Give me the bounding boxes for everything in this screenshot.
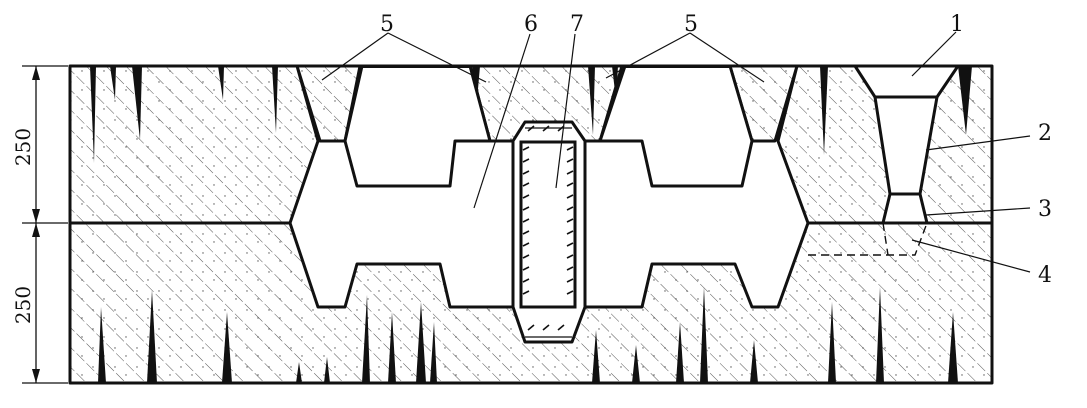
label-5-left: 5 <box>380 12 394 37</box>
label-3: 3 <box>1038 197 1052 222</box>
label-6: 6 <box>524 12 538 37</box>
dowel-element <box>511 120 587 344</box>
dimension-upper: 250 <box>11 128 35 166</box>
label-4: 4 <box>1038 263 1052 288</box>
dimension-lines <box>22 65 68 384</box>
label-2: 2 <box>1038 121 1052 146</box>
block-left <box>343 64 492 188</box>
dimension-lower: 250 <box>11 286 35 324</box>
label-7: 7 <box>570 12 584 37</box>
label-5-right: 5 <box>684 12 698 37</box>
label-1: 1 <box>950 12 964 37</box>
leader-lines <box>321 31 1031 273</box>
block-right <box>598 64 754 188</box>
dashed-boundary <box>808 222 928 256</box>
funnel-insert <box>853 64 960 225</box>
